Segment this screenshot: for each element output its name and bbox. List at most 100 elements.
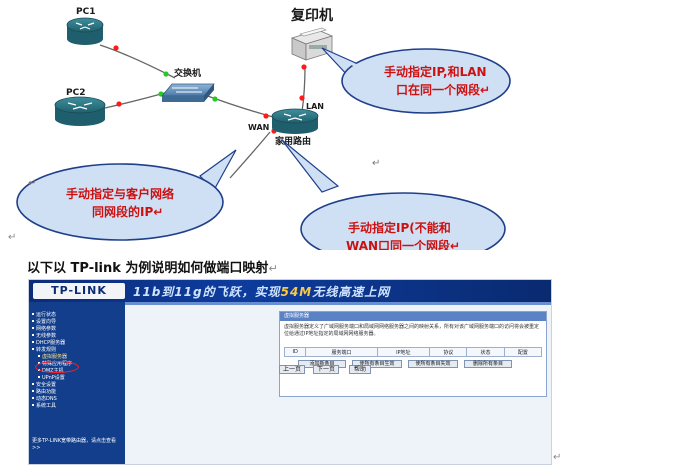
nav-item-label: 网络参数 <box>36 326 57 332</box>
bullet-icon <box>38 355 40 357</box>
callout-client: 手动指定与客户网络 同网段的IP↵ <box>16 149 237 241</box>
callout-wan-line2: WAN口同一个网段↵ <box>346 238 460 250</box>
nav-item-label: 路由功能 <box>36 389 57 395</box>
return-mark: ↵ <box>268 262 278 275</box>
switch-icon <box>161 83 215 102</box>
bullet-icon <box>32 383 34 385</box>
return-mark: ↵ <box>372 158 380 169</box>
lan-label: LAN <box>306 102 324 111</box>
prev-page-button[interactable]: 上一页 <box>279 365 305 374</box>
port-dot-green <box>212 96 218 102</box>
network-diagram: PC1 PC2 交换机 复印机 LAN WAN 家用路由 手动指定IP,和 <box>16 7 511 250</box>
virtual-server-panel: 虚拟服务器 虚拟服务器定义了广域网服务端口和局域网网络服务器之间的映射关系，所有… <box>279 311 547 397</box>
nav-item[interactable]: 路由功能 <box>29 389 125 396</box>
callout-copier-line2: 口在同一个网段↵ <box>396 82 490 97</box>
slogan-highlight: 54M <box>280 285 313 299</box>
nav-item-label: 动态DNS <box>36 396 57 402</box>
return-mark: ↵ <box>553 452 562 463</box>
nav-item[interactable]: 动态DNS <box>29 396 125 403</box>
nav-item-label: 转发规则 <box>36 347 57 353</box>
nav-item-label: 系统工具 <box>36 403 57 409</box>
nav-item-label: 虚拟服务器 <box>42 354 68 360</box>
pc1-router-icon <box>66 17 104 45</box>
copier-icon <box>290 27 334 61</box>
nav-item-label: 无线参数 <box>36 333 57 339</box>
slogan-pre: 11b到11g的飞跃，实现 <box>133 285 281 299</box>
callout-client-line2: 同网段的IP↵ <box>92 204 163 219</box>
disable-all-button[interactable]: 使所有条目失效 <box>408 360 458 368</box>
table-header-cell: 协议 <box>429 347 468 357</box>
bullet-icon <box>32 334 34 336</box>
port-dot-red <box>116 101 122 107</box>
link-router-copier <box>301 66 306 113</box>
help-button[interactable]: 帮助 <box>349 365 371 374</box>
table-header-cell: 服务端口 <box>305 347 378 357</box>
wan-label: WAN <box>248 123 269 132</box>
network-links <box>99 44 306 179</box>
nav-subitem[interactable]: UPnP设置 <box>29 375 125 382</box>
port-dot-red <box>299 95 305 101</box>
bullet-icon <box>32 348 34 350</box>
admin-sidebar: 运行状态 设置向导 网络参数 无线参数 DHCP服务器 转发规则 虚拟服务器 特… <box>29 302 125 464</box>
banner-slogan: 11b到11g的飞跃，实现54M无线高速上网 <box>133 283 390 300</box>
nav-item-label: 安全设置 <box>36 382 57 388</box>
callout-copier: 手动指定IP,和LAN 口在同一个网段↵ <box>321 47 511 114</box>
switch-label: 交换机 <box>174 67 201 79</box>
nav-item-label: 设置向导 <box>36 319 57 325</box>
slogan-post: 无线高速上网 <box>312 285 391 299</box>
nav-item-label: UPnP设置 <box>42 375 65 381</box>
bullet-icon <box>32 320 34 322</box>
admin-banner: TP-LINK 11b到11g的飞跃，实现54M无线高速上网 <box>29 280 551 302</box>
table-header-cell: 配置 <box>503 347 543 357</box>
table-header-cell: ID <box>283 347 307 357</box>
nav-item-label: DHCP服务器 <box>36 340 66 346</box>
table-header-cell: 状态 <box>466 347 505 357</box>
port-dot-red <box>263 113 269 119</box>
nav-item[interactable]: 运行状态 <box>29 312 125 319</box>
pc1-label: PC1 <box>76 7 95 17</box>
bullet-icon <box>32 397 34 399</box>
router-admin-screenshot: TP-LINK 11b到11g的飞跃，实现54M无线高速上网 运行状态 设置向导… <box>28 279 552 465</box>
nav-item-label: 运行状态 <box>36 312 57 318</box>
panel-title: 虚拟服务器 <box>280 312 546 321</box>
enable-all-button[interactable]: 使所有条目生效 <box>352 360 402 368</box>
highlight-ring <box>35 361 79 373</box>
bullet-icon <box>32 341 34 343</box>
return-mark: ↵ <box>8 232 17 243</box>
copier-label: 复印机 <box>290 7 333 24</box>
link-router-wan <box>229 131 271 179</box>
virtual-server-table: ID 服务端口 IP地址 协议 状态 配置 <box>283 347 543 357</box>
pc2-label: PC2 <box>66 88 85 98</box>
pc2-router-icon <box>54 96 106 126</box>
admin-main: 虚拟服务器 虚拟服务器定义了广域网服务端口和局域网网络服务器之间的映射关系，所有… <box>125 305 551 464</box>
bullet-icon <box>32 327 34 329</box>
next-page-button[interactable]: 下一页 <box>313 365 339 374</box>
nav-item[interactable]: 网络参数 <box>29 326 125 333</box>
nav-item[interactable]: DHCP服务器 <box>29 340 125 347</box>
home-router-label: 家用路由 <box>275 135 311 147</box>
nav-item[interactable]: 系统工具 <box>29 403 125 410</box>
nav-item[interactable]: 安全设置 <box>29 382 125 389</box>
nav-item[interactable]: 设置向导 <box>29 319 125 326</box>
table-header-cell: IP地址 <box>376 347 431 357</box>
tplink-logo: TP-LINK <box>33 283 125 299</box>
sidebar-more-link[interactable]: 更多TP-LINK宽带路由器，请点击查看 >> <box>32 438 117 451</box>
table-header-row: ID 服务端口 IP地址 协议 状态 配置 <box>283 347 543 357</box>
callout-wan: 手动指定IP(不能和 WAN口同一个网段↵ <box>281 139 506 250</box>
bullet-icon <box>32 313 34 315</box>
banner-stripe <box>125 302 551 305</box>
port-markers <box>113 45 307 134</box>
nav-item[interactable]: 无线参数 <box>29 333 125 340</box>
nav-subitem-virtual-server[interactable]: 虚拟服务器 <box>29 354 125 361</box>
port-dot-red <box>113 45 119 51</box>
callout-client-line1: 手动指定与客户网络 <box>66 186 174 201</box>
return-mark: ↵ <box>28 178 36 189</box>
delete-all-button[interactable]: 删除所有条目 <box>464 360 512 368</box>
port-dot-red <box>301 64 307 70</box>
port-dot-green <box>163 71 169 77</box>
section-heading: 以下以 TP-link 为例说明如何做端口映射↵ <box>27 257 278 276</box>
nav-item[interactable]: 转发规则 <box>29 347 125 354</box>
panel-description: 虚拟服务器定义了广域网服务端口和局域网网络服务器之间的映射关系，所有对该广域网服… <box>284 324 540 337</box>
bullet-icon <box>38 376 40 378</box>
callout-copier-line1: 手动指定IP,和LAN <box>384 64 487 79</box>
